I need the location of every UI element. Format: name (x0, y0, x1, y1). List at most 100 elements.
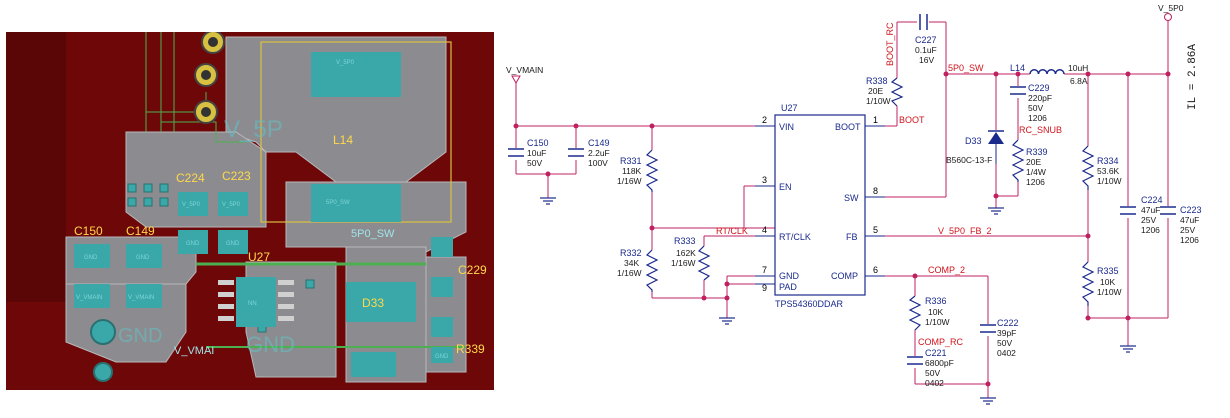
pcb-net-label-sw-small: 5P0_SW (326, 200, 350, 206)
pcb-pad-l14-a (311, 52, 401, 97)
net-label-boot: BOOT (899, 115, 925, 125)
ic-pin-number: 6 (873, 265, 878, 275)
pcb-thru-hole-drill (208, 37, 218, 47)
refdes: R338 (866, 76, 888, 86)
net-label-sw: 5P0_SW (948, 63, 984, 73)
package: 1206 (1026, 177, 1045, 187)
pcb-net-label-v5p0: V_5P0 (336, 60, 355, 66)
pcb-pad-c229-c (431, 317, 453, 337)
pcb-pad-c149-a (126, 244, 162, 268)
refdes: R332 (620, 248, 642, 258)
pcb-pad-label: V_VMAIN (128, 295, 154, 301)
net-label-comp2: COMP_2 (928, 265, 965, 275)
ic-pin-rtclk: RT/CLK (779, 232, 811, 242)
ic-pin-boot: BOOT (835, 122, 861, 132)
rating: 100V (588, 158, 608, 168)
net-label-comp-rc: COMP_RC (918, 337, 964, 347)
refdes: C150 (527, 138, 549, 148)
pcb-net-label-gnd: GND (118, 325, 162, 347)
component-r335: R335 10K 1/10W (1097, 266, 1122, 297)
refdes: R333 (674, 236, 696, 246)
pcb-refdes-c223: C223 (222, 169, 251, 183)
package: 0402 (997, 348, 1016, 358)
pcb-pad-label: GND (136, 255, 150, 261)
ic-u27-part-number: TPS54360DDAR (775, 299, 844, 309)
rating: 25V (1180, 225, 1195, 235)
component-c150: C150 10uF 50V (527, 138, 549, 168)
component-r338: R338 20E 1/10W (866, 76, 891, 106)
power-port-symbols (511, 13, 1172, 85)
refdes: C227 (915, 35, 937, 45)
package: 1206 (1141, 225, 1160, 235)
pcb-ic-u27-pins (218, 280, 294, 321)
note-inductor-current: IL = 2.86A (1187, 44, 1199, 110)
component-d33: D33 B560C-13-F (946, 136, 992, 165)
value: 53.6K (1097, 166, 1120, 176)
pcb-pad-c223-a (218, 192, 248, 216)
pcb-pad-label: V_5P0 (222, 202, 241, 208)
pcb-refdes-c149: C149 (126, 224, 155, 238)
component-r334: R334 53.6K 1/10W (1097, 156, 1122, 186)
value: 34K (624, 258, 639, 268)
rating: 16V (919, 55, 934, 65)
ic-pin-number: 4 (762, 225, 767, 235)
pcb-thru-hole-drill (201, 70, 211, 80)
pcb-pad-d33 (346, 282, 416, 322)
pcb-refdes-c224: C224 (176, 171, 205, 185)
ic-pin-vin: VIN (779, 122, 794, 132)
ic-u27-pin-stubs (755, 125, 885, 285)
ic-u27-refdes: U27 (781, 103, 798, 113)
pcb-net-label-sw: 5P0_SW (351, 228, 395, 240)
component-r339: R339 20E 1/4W 1206 (1026, 147, 1048, 187)
rating: 1/10W (1097, 287, 1122, 297)
ic-pin-number: 7 (762, 265, 767, 275)
value: 47uF (1141, 205, 1160, 215)
ic-pin-number: 2 (762, 115, 767, 125)
value: 0.1uF (915, 45, 937, 55)
schematic-wires (515, 20, 1169, 398)
rating: 50V (925, 368, 940, 378)
component-c229: C229 220pF 50V 1206 (1028, 83, 1052, 123)
net-label-vmain: V_VMAIN (506, 65, 543, 75)
refdes: C222 (997, 318, 1019, 328)
refdes: C229 (1028, 83, 1050, 93)
pcb-pad-label: V_VMAIN (76, 295, 102, 301)
pcb-pad-c149-b (126, 284, 162, 308)
rating: 1/4W (1026, 167, 1046, 177)
ic-pin-number: 8 (873, 186, 878, 196)
component-r336: R336 10K 1/10W (925, 296, 950, 327)
value: 39pF (997, 328, 1016, 338)
rating: 6.8A (1070, 76, 1088, 86)
pcb-refdes-c150: C150 (74, 224, 103, 238)
package: 0402 (925, 378, 944, 388)
refdes: R335 (1097, 266, 1119, 276)
refdes: C149 (588, 138, 610, 148)
component-r332: R332 34K 1/16W (617, 248, 642, 278)
refdes: C223 (1180, 205, 1202, 215)
pcb-refdes-r339: R339 (456, 342, 485, 356)
value: 10uH (1068, 63, 1088, 73)
refdes: C224 (1141, 195, 1163, 205)
pcb-pad-c224-a (178, 192, 208, 216)
ic-pin-number: 1 (873, 115, 878, 125)
ic-pin-number: 3 (762, 175, 767, 185)
pcb-net-label-vmain: V_VMAI (174, 345, 214, 357)
pcb-pad-d33-b (351, 352, 396, 377)
ic-u27-body (774, 114, 866, 296)
value: 6800pF (925, 358, 954, 368)
component-l14: L14 10uH 6.8A (1010, 63, 1088, 86)
rating: 1/16W (617, 176, 642, 186)
pcb-pad-c229-b (431, 277, 453, 297)
refdes: R331 (620, 156, 642, 166)
pcb-layout-view: V_5P0 V_5P 5P0_SW V_5P0 V_5P0 GND GND GN… (6, 32, 494, 390)
package: 1206 (1028, 113, 1047, 123)
ic-pin-fb: FB (846, 232, 858, 242)
net-label-rc-snub: RC_SNUB (1019, 125, 1062, 135)
rating: 50V (997, 338, 1012, 348)
pcb-mounting-pad (90, 319, 116, 345)
ic-pin-sw: SW (844, 193, 859, 203)
component-c224: C224 47uF 25V 1206 (1141, 195, 1163, 235)
ground-symbols (540, 197, 1136, 405)
refdes: L14 (1010, 63, 1025, 73)
schematic-junctions (513, 71, 1171, 387)
